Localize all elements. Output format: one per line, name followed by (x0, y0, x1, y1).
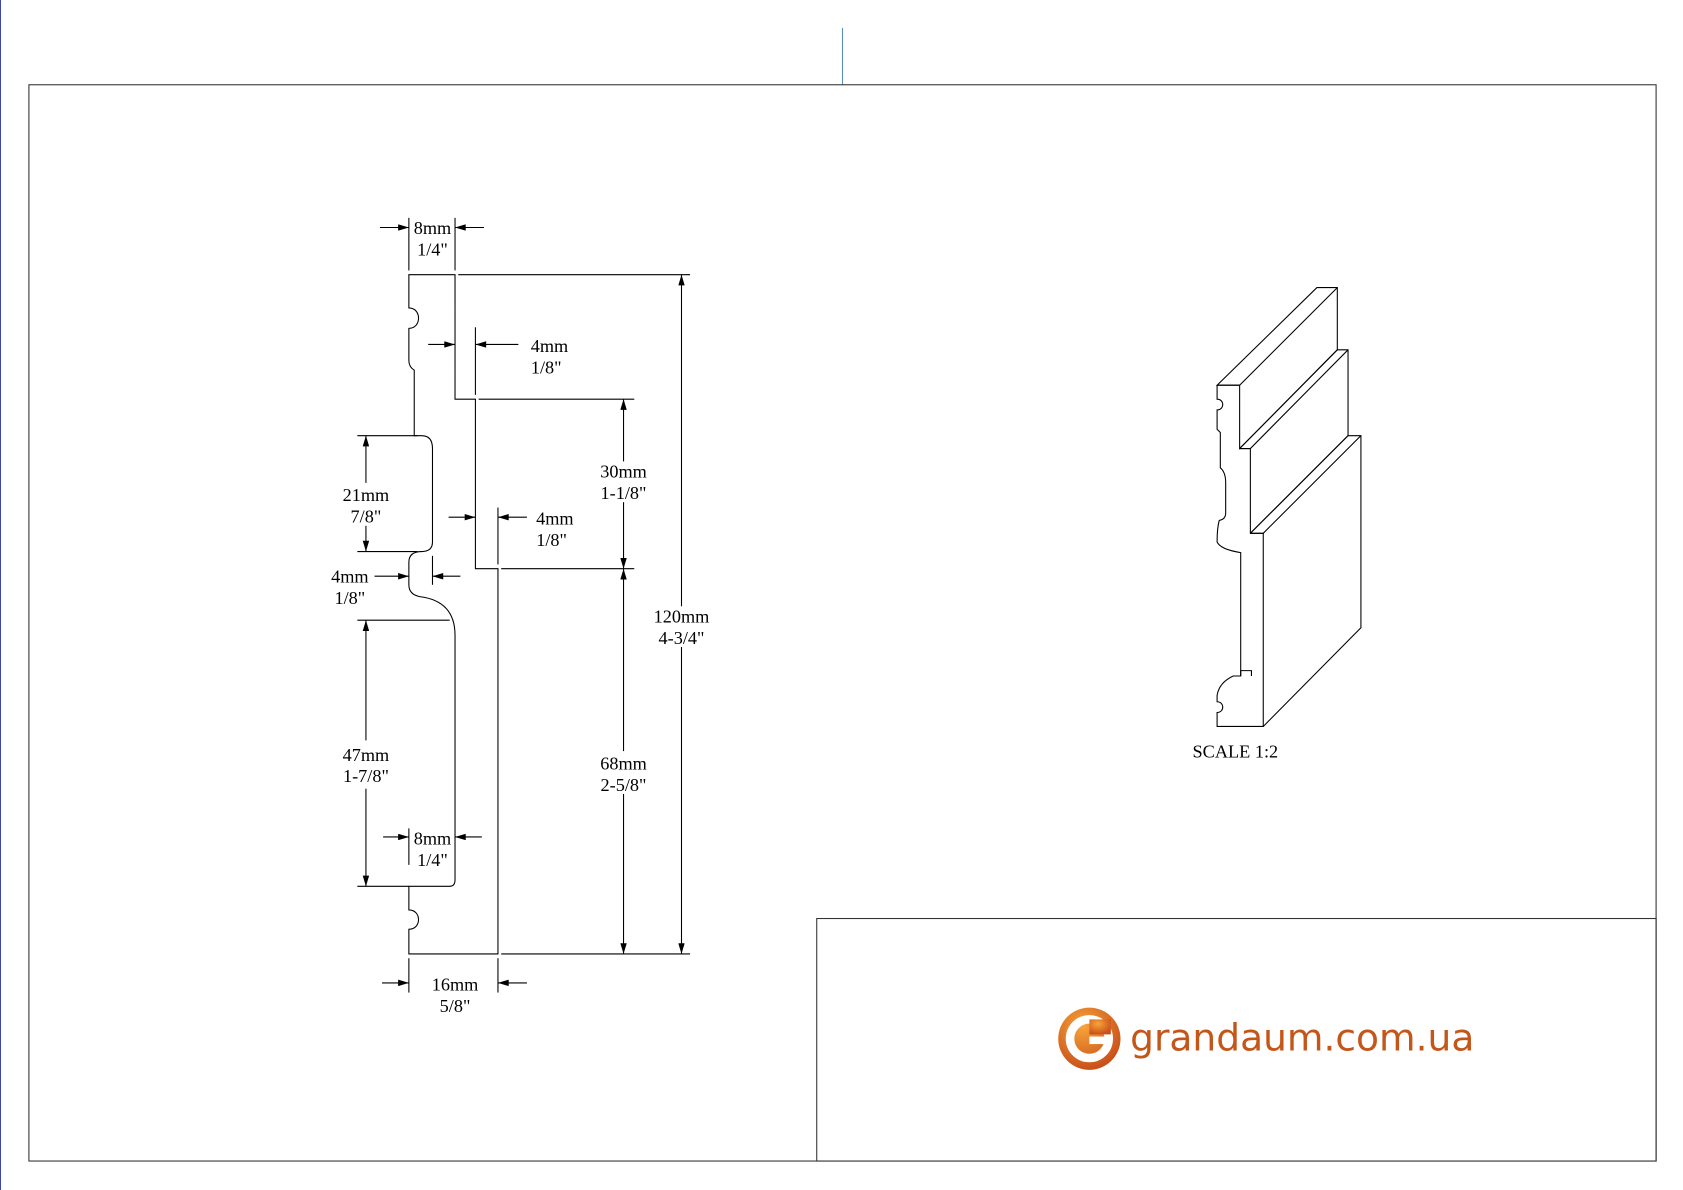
grandaum-logo: grandaum.com.ua (1058, 1007, 1474, 1070)
dim-upper-height-mm: 30mm (600, 462, 647, 482)
scale-label: SCALE 1:2 (1193, 742, 1279, 762)
dim-step2-in: 1/8" (536, 530, 567, 550)
dim-total-width-in: 5/8" (440, 996, 471, 1016)
dim-total-height-mm: 120mm (654, 606, 710, 626)
profile-outline (408, 274, 499, 955)
dim-groove-depth-in: 1/8" (334, 588, 365, 608)
dim-lower-height-mm: 68mm (600, 753, 647, 773)
dim-total-height-in: 4-3/4" (659, 628, 705, 648)
dim-groove-height-in: 7/8" (351, 507, 382, 527)
dim-top-width-in: 1/4" (417, 239, 448, 259)
sheet-border (28, 84, 1657, 1162)
isometric-view (1215, 287, 1362, 727)
dim-total-width-mm: 16mm (432, 974, 479, 994)
dim-bottom-lip-in: 1/4" (417, 850, 448, 870)
title-block (816, 917, 1657, 1162)
dim-groove-depth-mm: 4mm (331, 567, 368, 587)
dim-step2-mm: 4mm (536, 509, 573, 529)
dim-top-width-mm: 8mm (414, 218, 451, 238)
dim-bottom-lip-mm: 8mm (414, 828, 451, 848)
dim-step1-in: 1/8" (531, 357, 562, 377)
logo-text: grandaum.com.ua (1130, 1016, 1474, 1060)
dim-cavity-height-mm: 47mm (343, 745, 390, 765)
dim-cavity-height-in: 1-7/8" (343, 766, 389, 786)
dim-step1-mm: 4mm (531, 336, 568, 356)
dim-lower-height-in: 2-5/8" (601, 775, 647, 795)
dim-upper-height-in: 1-1/8" (601, 483, 647, 503)
dim-groove-height-mm: 21mm (343, 485, 390, 505)
